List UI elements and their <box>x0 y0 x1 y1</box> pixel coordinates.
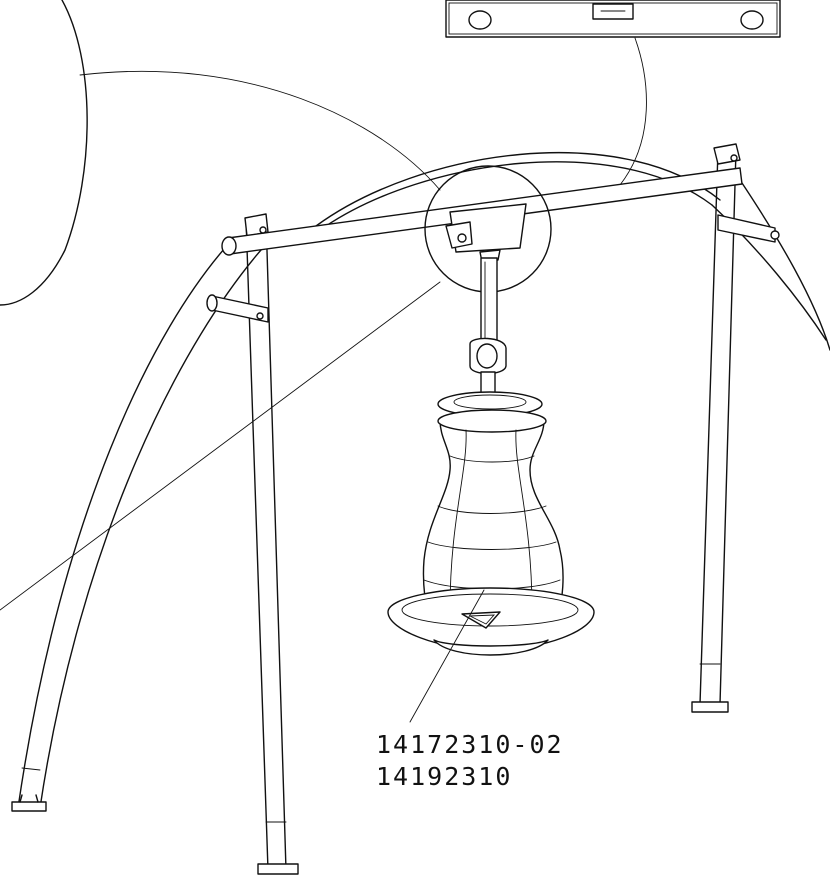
spirit-level-icon <box>445 0 781 38</box>
top-arch <box>315 151 721 227</box>
left-arch-leg <box>17 239 233 809</box>
part-number-label-2: 14192310 <box>376 762 513 791</box>
detail-circle-left <box>0 0 88 306</box>
hanging-strap <box>480 257 498 347</box>
bell-swing-seat <box>387 391 595 656</box>
left-arch-leg-inner <box>39 241 269 809</box>
left-brace <box>206 294 269 323</box>
leader-line-detail-2 <box>0 281 441 611</box>
hanger-clamp-icon <box>445 203 527 263</box>
right-arch-leg <box>739 179 830 351</box>
right-leg <box>691 143 741 713</box>
leader-line-part <box>409 589 485 723</box>
part-number-label-1: 14172310-02 <box>376 730 564 759</box>
right-brace <box>717 214 780 243</box>
leader-line-detail <box>79 70 441 191</box>
